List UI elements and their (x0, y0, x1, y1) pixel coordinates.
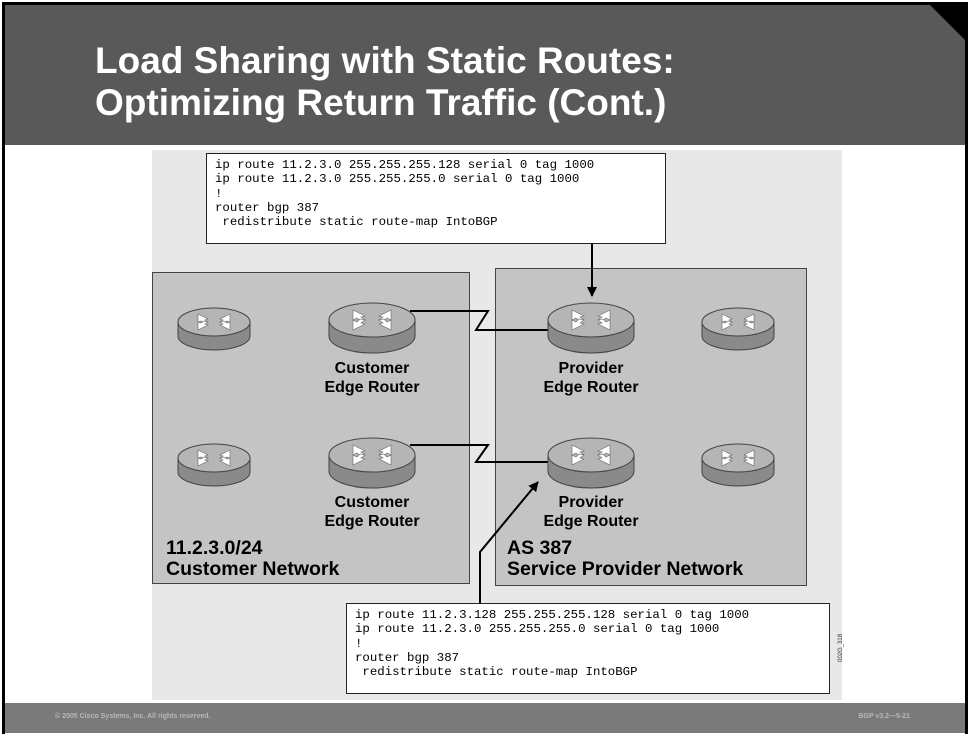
corner-fold (930, 5, 966, 41)
config-line: redistribute static route-map IntoBGP (215, 215, 498, 230)
footer-bar: © 2005 Cisco Systems, Inc. All rights re… (5, 703, 965, 733)
label-line2: Edge Router (324, 379, 420, 396)
config-line: redistribute static route-map IntoBGP (355, 665, 638, 680)
config-line: router bgp 387 (355, 650, 460, 665)
router-icon (701, 307, 775, 351)
slide-title-line2: Optimizing Return Traffic (Cont.) (95, 82, 667, 123)
copyright-text: © 2005 Cisco Systems, Inc. All rights re… (55, 713, 211, 720)
arrow-bottom-config (479, 481, 539, 603)
provider-edge-router-top-icon (547, 302, 635, 354)
course-code: BGP v3.2—5-21 (858, 713, 910, 720)
serial-link-top (410, 310, 550, 331)
router-icon (701, 443, 775, 487)
config-box-top: ip route 11.2.3.0 255.255.255.128 serial… (206, 153, 666, 244)
customer-network-name: Customer Network (166, 558, 340, 580)
slide-title: Load Sharing with Static Routes: Optimiz… (95, 40, 675, 124)
figure-code: 002G_318 (838, 633, 844, 662)
provider-network-asn: AS 387 (507, 537, 573, 559)
customer-edge-router-top-icon (328, 302, 416, 354)
config-line: ip route 11.2.3.128 255.255.255.128 seri… (355, 608, 750, 622)
config-box-bottom: ip route 11.2.3.128 255.255.255.128 seri… (346, 603, 830, 694)
provider-network-label: AS 387 Service Provider Network (507, 538, 743, 580)
title-bar (5, 5, 965, 145)
config-line: ! (215, 186, 223, 201)
label-line2: Edge Router (324, 513, 420, 530)
label-line2: Edge Router (543, 379, 639, 396)
provider-network-name: Service Provider Network (507, 558, 744, 580)
customer-edge-router-top-label: Customer Edge Router (317, 359, 427, 397)
customer-edge-router-bottom-icon (328, 437, 416, 489)
provider-edge-router-bottom-label: Provider Edge Router (536, 493, 646, 531)
serial-link-bottom (410, 444, 550, 463)
config-line: ! (355, 636, 363, 651)
label-line1: Provider (558, 360, 624, 377)
config-line: ip route 11.2.3.0 255.255.255.0 serial 0… (355, 622, 720, 637)
customer-network-prefix: 11.2.3.0/24 (166, 537, 263, 559)
label-line1: Customer (334, 494, 410, 511)
provider-edge-router-bottom-icon (547, 437, 635, 489)
config-line: ip route 11.2.3.0 255.255.255.0 serial 0… (215, 172, 580, 187)
config-line: ip route 11.2.3.0 255.255.255.128 serial… (215, 158, 595, 172)
label-line1: Customer (334, 360, 410, 377)
router-icon (177, 443, 251, 487)
customer-network-label: 11.2.3.0/24 Customer Network (166, 538, 339, 580)
config-line: router bgp 387 (215, 200, 320, 215)
customer-edge-router-bottom-label: Customer Edge Router (317, 493, 427, 531)
label-line1: Provider (558, 494, 624, 511)
router-icon (177, 307, 251, 351)
provider-edge-router-top-label: Provider Edge Router (536, 359, 646, 397)
label-line2: Edge Router (543, 513, 639, 530)
slide-title-line1: Load Sharing with Static Routes: (95, 40, 675, 81)
